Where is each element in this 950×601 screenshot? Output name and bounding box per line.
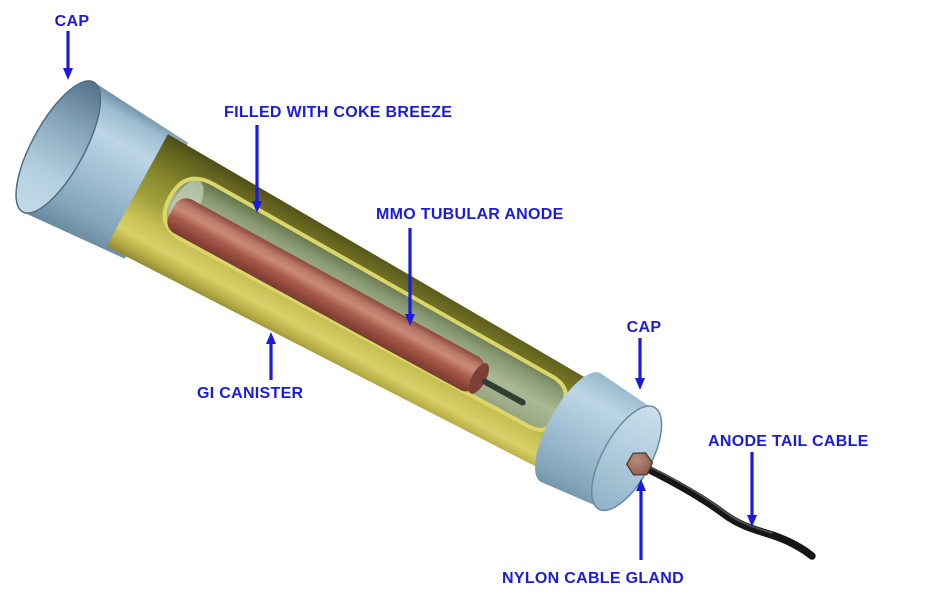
- label-mmo-anode: MMO TUBULAR ANODE: [376, 206, 564, 223]
- anode-rod-end-cap: [468, 363, 490, 394]
- canister-assembly: [15, 80, 663, 512]
- annotations: CAP FILLED WITH COKE BREEZE MMO TUBULAR …: [55, 13, 869, 587]
- cable-highlight: [649, 466, 773, 534]
- left-cap-face: [15, 80, 102, 214]
- label-cap-left: CAP: [55, 13, 90, 30]
- label-gi-canister: GI CANISTER: [197, 385, 304, 402]
- anode-tail-cable: [644, 465, 816, 560]
- label-cap-right: CAP: [627, 319, 662, 336]
- label-anode-tail-cable: ANODE TAIL CABLE: [708, 433, 869, 450]
- anode-internal-wire: [481, 378, 526, 406]
- label-coke-breeze: FILLED WITH COKE BREEZE: [224, 104, 452, 121]
- nylon-cable-gland: [625, 452, 654, 476]
- right-cap-body: [540, 373, 654, 508]
- mmo-anode-rod: [167, 198, 486, 392]
- label-nylon-cable-gland: NYLON CABLE GLAND: [502, 570, 684, 587]
